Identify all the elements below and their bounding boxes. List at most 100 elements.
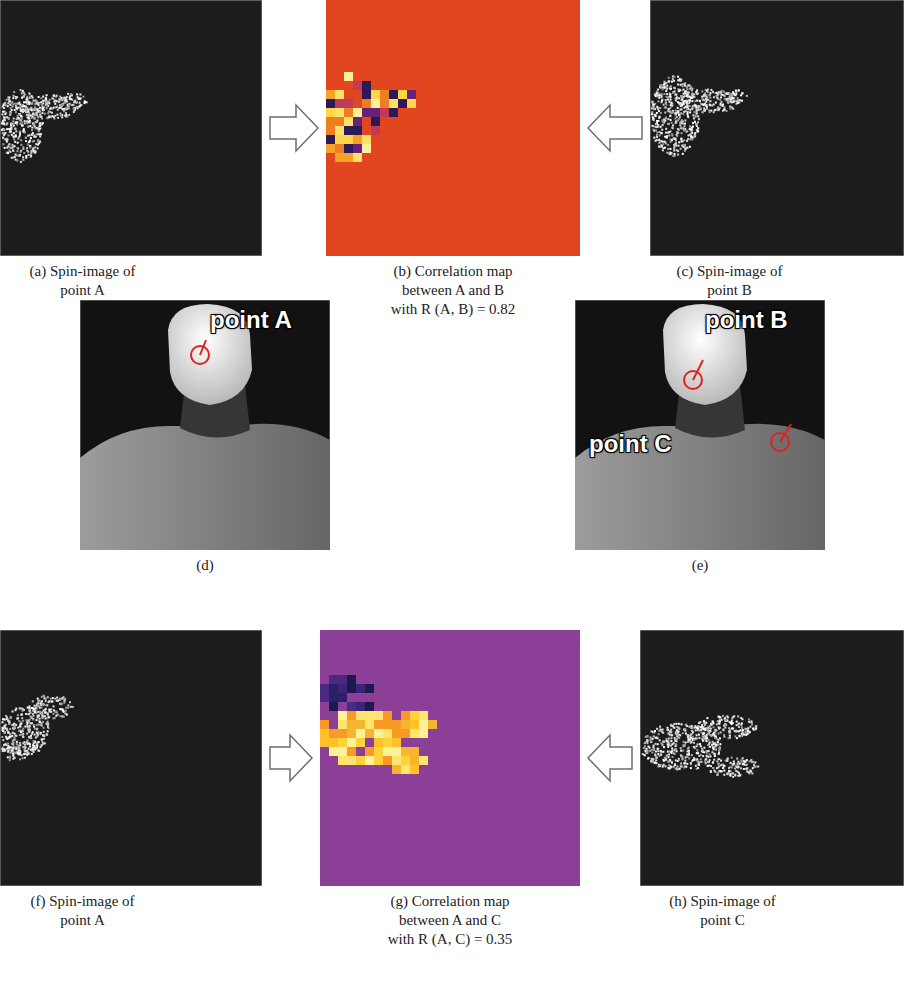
spin-pixel xyxy=(727,93,729,95)
spin-pixel xyxy=(2,132,4,134)
spin-pixel xyxy=(680,79,682,81)
spin-pixel xyxy=(29,147,31,149)
spin-pixel xyxy=(685,147,687,149)
spin-pixel xyxy=(696,759,698,761)
spin-pixel xyxy=(12,105,14,107)
spin-pixel xyxy=(663,93,665,95)
spin-pixel xyxy=(60,115,62,117)
spin-pixel xyxy=(648,757,650,759)
spin-pixel xyxy=(730,98,732,100)
spin-pixel xyxy=(34,734,36,736)
spin-pixel xyxy=(20,707,22,709)
spin-pixel xyxy=(28,117,30,119)
spin-pixel xyxy=(62,108,64,110)
spin-pixel xyxy=(693,117,695,119)
map-cell xyxy=(344,126,353,135)
spin-pixel xyxy=(24,757,26,759)
spin-pixel xyxy=(695,107,697,109)
spin-pixel xyxy=(682,123,684,125)
spin-pixel xyxy=(12,157,14,159)
spin-pixel xyxy=(26,102,28,104)
map-cell xyxy=(374,729,383,738)
spin-pixel xyxy=(42,734,44,736)
spin-pixel xyxy=(663,764,665,766)
spin-pixel xyxy=(656,90,658,92)
map-cell xyxy=(356,720,365,729)
spin-pixel xyxy=(4,132,6,134)
spin-pixel xyxy=(653,108,655,110)
spin-pixel xyxy=(1,736,3,738)
spin-pixel xyxy=(39,718,41,720)
spin-pixel xyxy=(660,112,662,114)
map-cell xyxy=(392,729,401,738)
spin-pixel xyxy=(657,737,659,739)
spin-pixel xyxy=(19,750,21,752)
spin-pixel xyxy=(15,708,17,710)
spin-pixel xyxy=(51,112,53,114)
spin-pixel xyxy=(681,766,683,768)
spin-pixel xyxy=(692,94,694,96)
spin-pixel xyxy=(18,113,20,115)
spin-pixel xyxy=(741,93,743,95)
spin-pixel xyxy=(21,116,23,118)
spin-pixel xyxy=(32,700,34,702)
spin-pixel xyxy=(21,722,23,724)
spin-pixel xyxy=(27,740,29,742)
spin-pixel xyxy=(14,723,16,725)
spin-pixel xyxy=(48,116,50,118)
map-cell xyxy=(344,135,353,144)
map-cell xyxy=(362,90,371,99)
spin-pixel xyxy=(670,96,672,98)
spin-pixel xyxy=(673,137,675,139)
spin-pixel xyxy=(58,101,60,103)
map-cell xyxy=(383,729,392,738)
map-cell xyxy=(374,756,383,765)
spin-pixel xyxy=(13,757,15,759)
spin-pixel xyxy=(26,98,28,100)
spin-pixel xyxy=(42,743,44,745)
spin-pixel xyxy=(23,130,25,132)
normal-line xyxy=(693,360,703,380)
spin-pixel xyxy=(12,136,14,138)
map-cell xyxy=(419,720,428,729)
spin-pixel xyxy=(76,93,78,95)
spin-pixel xyxy=(41,717,43,719)
spin-pixel xyxy=(674,153,676,155)
map-cell xyxy=(344,117,353,126)
map-cell xyxy=(392,720,401,729)
spin-pixel xyxy=(25,750,27,752)
map-cell xyxy=(401,711,410,720)
spin-pixel xyxy=(705,98,707,100)
spin-pixel xyxy=(673,766,675,768)
spin-pixel xyxy=(36,100,38,102)
spin-pixel xyxy=(61,103,63,105)
spin-pixel xyxy=(724,95,726,97)
image-background xyxy=(0,630,262,886)
spin-pixel xyxy=(40,733,42,735)
spin-pixel xyxy=(16,743,18,745)
figure-panel: (a) Spin-image of point A xyxy=(0,0,262,300)
spin-pixel xyxy=(71,104,73,106)
spin-pixel xyxy=(15,130,17,132)
spin-pixel xyxy=(20,144,22,146)
spin-pixel xyxy=(7,102,9,104)
map-cell xyxy=(362,108,371,117)
figure-panel: (b) Correlation map between A and B with… xyxy=(326,0,580,318)
spin-pixel xyxy=(661,141,663,143)
spin-pixel xyxy=(25,713,27,715)
spin-pixel xyxy=(696,92,698,94)
spin-pixel xyxy=(694,104,696,106)
map-cell xyxy=(356,729,365,738)
spin-pixel xyxy=(644,754,646,756)
spin-pixel xyxy=(59,715,61,717)
spin-pixel xyxy=(22,757,24,759)
spin-pixel xyxy=(661,743,663,745)
spin-pixel xyxy=(675,94,677,96)
spin-pixel xyxy=(691,93,693,95)
spin-pixel xyxy=(656,737,658,739)
spin-pixel xyxy=(36,724,38,726)
spin-pixel xyxy=(658,92,660,94)
spin-pixel xyxy=(668,738,670,740)
spin-pixel xyxy=(16,735,18,737)
spin-pixel xyxy=(2,128,4,130)
